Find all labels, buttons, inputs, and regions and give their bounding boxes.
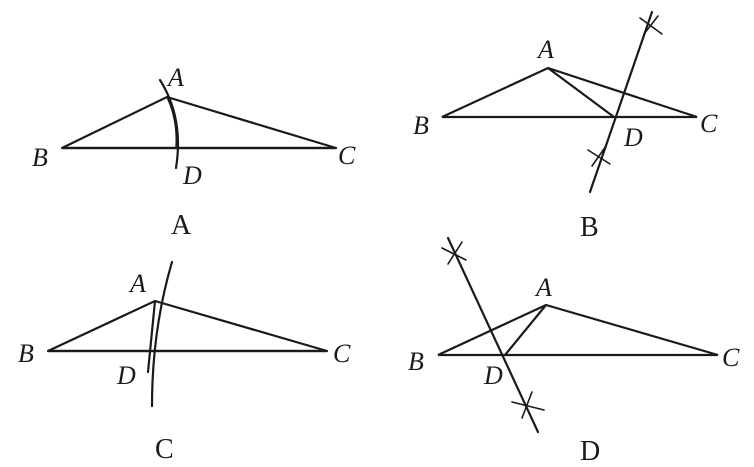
- triangle-abc: [61, 95, 337, 150]
- label-a: A: [536, 35, 554, 64]
- segment-ad: [503, 303, 548, 357]
- panel-caption: A: [171, 210, 192, 241]
- panel-caption: B: [580, 212, 599, 243]
- panel-caption: C: [155, 434, 174, 465]
- panel-b: A B C D B: [413, 10, 718, 243]
- label-a: A: [128, 269, 146, 298]
- panel-c: A B C D C: [18, 260, 351, 465]
- label-b: B: [32, 143, 48, 172]
- perpendicular-bisector: [588, 10, 654, 194]
- arc-mark-top: [441, 241, 467, 265]
- triangle-abc: [47, 299, 328, 353]
- label-c: C: [722, 343, 740, 372]
- arc-mark-inner: [166, 96, 178, 149]
- arc-mark: [158, 78, 180, 170]
- triangle-abc: [437, 303, 719, 357]
- label-c: C: [333, 339, 351, 368]
- segment-ad: [546, 66, 616, 119]
- segment-ad: [146, 299, 157, 374]
- panel-d: A B C D D: [408, 236, 740, 467]
- label-c: C: [700, 109, 718, 138]
- panel-a: A B C D A: [32, 63, 356, 241]
- arc-mark: [150, 260, 174, 408]
- label-c: C: [338, 141, 356, 170]
- arc-mark-bottom: [511, 391, 545, 419]
- triangle-abc: [441, 66, 698, 119]
- arc-mark-top: [639, 15, 663, 35]
- label-b: B: [413, 111, 429, 140]
- label-d: D: [623, 123, 643, 152]
- label-a: A: [534, 273, 552, 302]
- label-b: B: [408, 347, 424, 376]
- label-d: D: [483, 361, 503, 390]
- label-d: D: [182, 161, 202, 190]
- label-d: D: [116, 361, 136, 390]
- panel-caption: D: [580, 436, 600, 467]
- label-b: B: [18, 339, 34, 368]
- arc-mark-bottom: [587, 145, 611, 167]
- label-a: A: [166, 63, 184, 92]
- perpendicular-bisector: [446, 236, 540, 434]
